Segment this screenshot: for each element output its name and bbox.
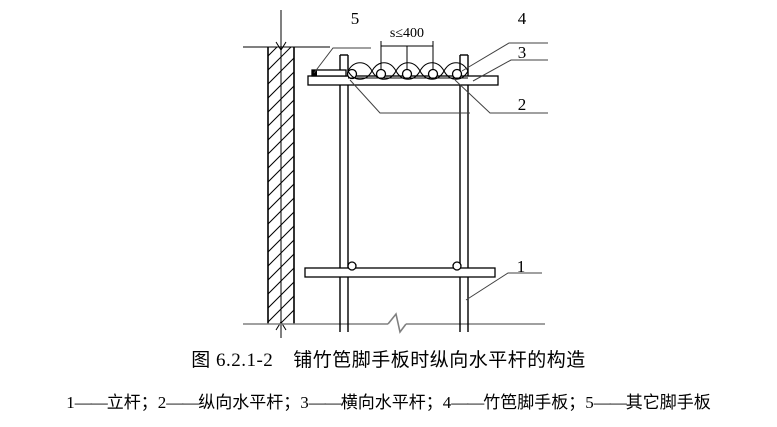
legend-dash-5: ——: [593, 393, 627, 412]
wall-break-bottom: [275, 321, 287, 331]
figure-legend: 1——立杆；2——纵向水平杆；3——横向水平杆；4——竹笆脚手板；5——其它脚手…: [0, 388, 777, 413]
lower-longitudinal-bar: [304, 261, 496, 278]
legend-sep-4: ；: [568, 393, 586, 412]
callout-label-4: 4: [518, 9, 527, 28]
legend-item-3: 3——横向水平杆；: [300, 393, 443, 412]
figure-caption: 图 6.2.1-2 铺竹笆脚手板时纵向水平杆的构造: [0, 345, 777, 372]
legend-sep-2: ；: [283, 393, 301, 412]
post-right: [459, 54, 469, 332]
scaffold-construction-drawing: s≤400 5 4 3 2 1: [243, 9, 548, 338]
callout-label-3: 3: [518, 43, 527, 62]
post-left: [339, 54, 349, 332]
legend-num-4: 4: [442, 393, 452, 412]
figure-caption-number: 图 6.2.1-2: [191, 350, 274, 371]
callout-label-1: 1: [517, 257, 526, 276]
figure-caption-title: 铺竹笆脚手板时纵向水平杆的构造: [293, 350, 586, 371]
callout-leader-4: [461, 42, 548, 72]
legend-name-5: 其它脚手板: [625, 393, 711, 412]
wall-hatching: [268, 47, 294, 324]
legend-name-2: 纵向水平杆: [198, 393, 284, 412]
ground-break-symbol: [387, 312, 407, 334]
coupler-lower-left: [347, 261, 357, 271]
dimension-line-spacing: [380, 41, 434, 70]
building-wall: [243, 10, 330, 338]
legend-dash-2: ——: [166, 393, 199, 412]
legend-sep-1: ；: [140, 393, 158, 412]
legend-num-5: 5: [585, 393, 594, 412]
legend-num-2: 2: [157, 393, 167, 412]
legend-sep-3: ；: [425, 393, 443, 412]
legend-name-1: 立杆: [106, 393, 141, 412]
legend-item-2: 2——纵向水平杆；: [158, 393, 301, 412]
wall-break-top: [275, 41, 287, 51]
dimension-label: s≤400: [390, 26, 424, 41]
bamboo-mat-board: [347, 62, 469, 80]
legend-dash-1: ——: [74, 393, 108, 412]
callout-leader-5: [313, 47, 371, 74]
callout-label-5: 5: [351, 9, 360, 28]
other-scaffold-board: [311, 69, 347, 77]
legend-num-3: 3: [300, 393, 309, 412]
legend-item-5: 5——其它脚手板: [585, 393, 711, 412]
legend-name-3: 横向水平杆: [340, 393, 426, 412]
legend-name-4: 竹笆脚手板: [483, 393, 569, 412]
ground-line: [243, 312, 545, 334]
legend-num-1: 1: [66, 393, 75, 412]
legend-item-4: 4——竹笆脚手板；: [443, 393, 586, 412]
coupler-lower-right: [452, 261, 462, 271]
legend-item-1: 1——立杆；: [66, 393, 158, 412]
callout-label-2: 2: [518, 95, 527, 114]
upper-longitudinal-bar: [307, 75, 499, 86]
callout-leader-1: [465, 272, 542, 301]
callout-leader-3: [472, 59, 548, 82]
legend-dash-3: ——: [308, 393, 342, 412]
legend-dash-4: ——: [451, 393, 484, 412]
callout-leader-2: [349, 79, 548, 114]
vertical-posts: [339, 54, 469, 332]
